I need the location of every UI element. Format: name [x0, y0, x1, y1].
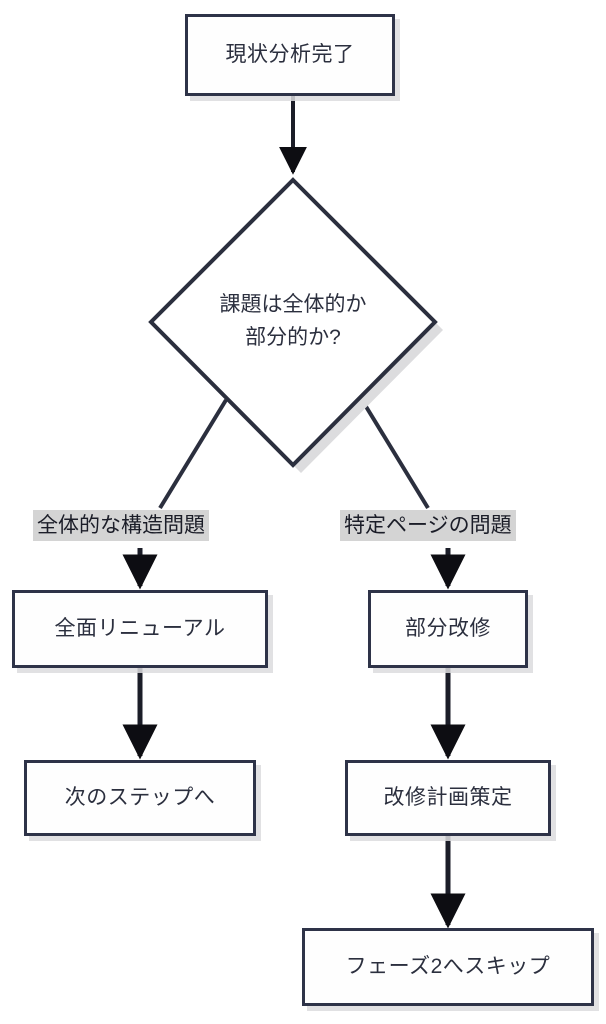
edge-label-specific-page-problem-text: 特定ページの問題: [344, 514, 512, 537]
edge-label-full-structural-problem: 全体的な構造問題: [33, 510, 209, 542]
edge-decision-to-partial-repair-diagonal: [360, 398, 430, 510]
node-start-label: 現状分析完了: [225, 42, 355, 66]
edge-label-full-structural-problem-text: 全体的な構造問題: [37, 514, 205, 537]
node-repair-plan[interactable]: 改修計画策定: [345, 760, 551, 836]
node-next-step[interactable]: 次のステップへ: [24, 760, 256, 836]
node-skip-phase2-label: フェーズ2へスキップ: [345, 954, 551, 978]
node-repair-plan-label: 改修計画策定: [383, 785, 513, 809]
edge-decision-to-full-renewal-diagonal: [158, 398, 228, 510]
node-partial-repair[interactable]: 部分改修: [368, 590, 528, 668]
edge-label-specific-page-problem: 特定ページの問題: [340, 510, 516, 542]
node-next-step-label: 次のステップへ: [64, 785, 216, 809]
node-start[interactable]: 現状分析完了: [185, 14, 395, 96]
node-partial-repair-label: 部分改修: [405, 616, 491, 640]
node-skip-phase2[interactable]: フェーズ2へスキップ: [302, 928, 594, 1006]
decision-diamond: [148, 177, 438, 468]
node-full-renewal-label: 全面リニューアル: [54, 616, 226, 640]
node-full-renewal[interactable]: 全面リニューアル: [12, 590, 268, 668]
